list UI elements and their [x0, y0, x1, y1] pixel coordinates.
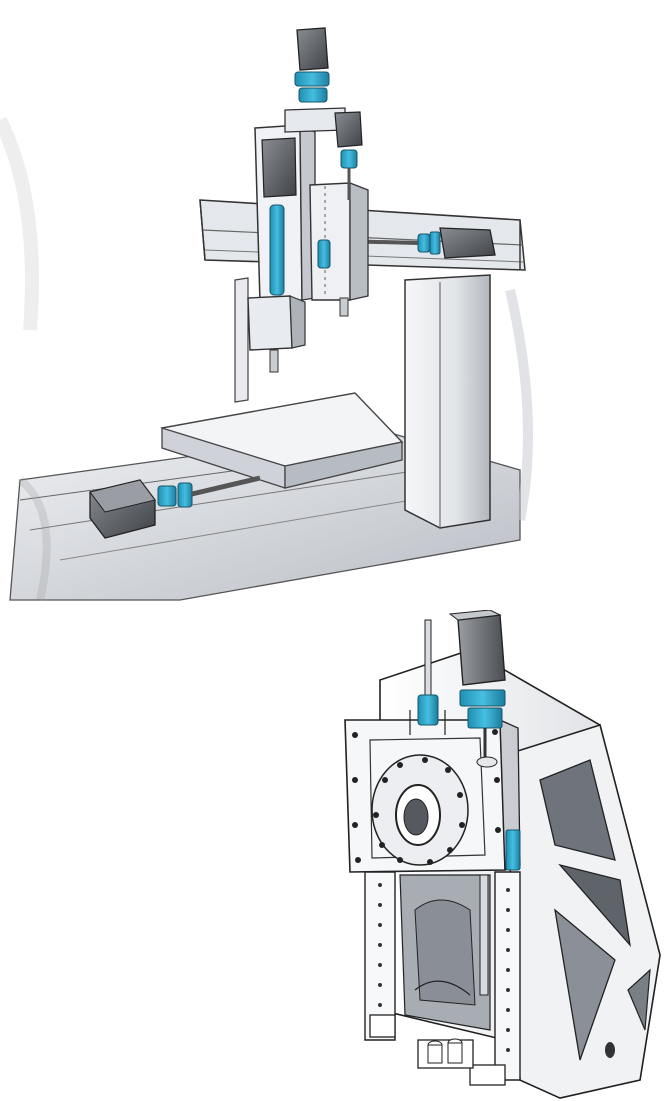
column-top-motor: [448, 610, 506, 768]
side-clamp: [505, 829, 521, 871]
spindle-flange: [371, 754, 469, 866]
spindle-housing: [247, 295, 293, 351]
spindle-motor-small: [334, 111, 363, 200]
x-axis-motor: [89, 475, 261, 539]
left-pillar: [234, 277, 249, 403]
ballscrew: [269, 204, 285, 296]
column-machine-sketch: [0, 610, 667, 1101]
z-axis-motor-top: [294, 27, 330, 103]
gantry-drawing: [0, 27, 533, 601]
base-cylinders: [417, 1038, 474, 1069]
gantry-machine-sketch: [0, 27, 533, 601]
saddle-motor: [261, 137, 297, 198]
right-pillar: [404, 274, 491, 529]
column-drawing: [344, 610, 661, 1099]
guide-rod: [409, 619, 446, 735]
